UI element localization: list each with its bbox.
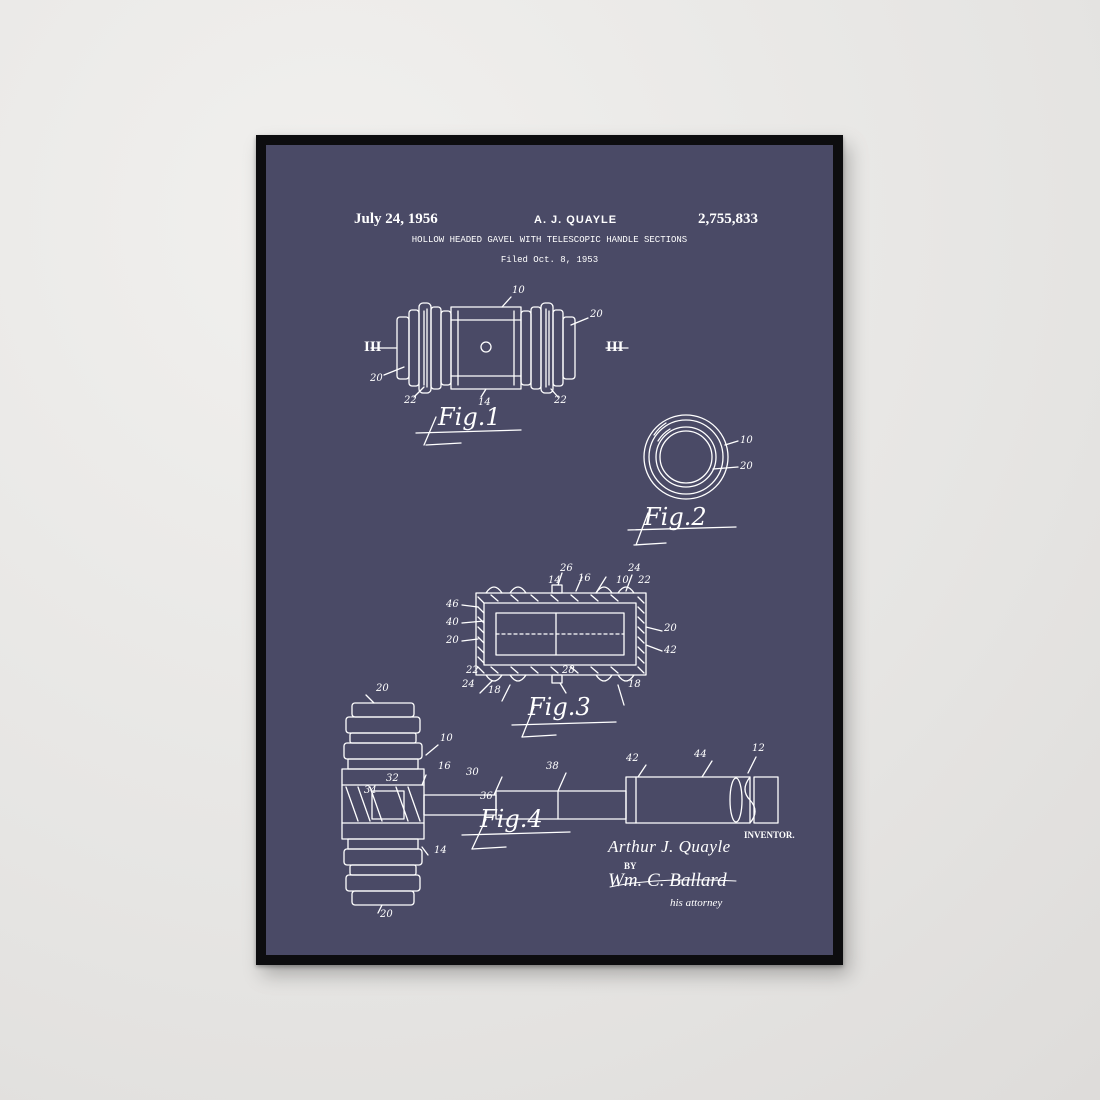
ref-number: 20 <box>370 373 383 384</box>
fig1-label: Fig.1 <box>438 403 501 431</box>
ref-number: 10 <box>440 733 453 744</box>
ref-number: 24 <box>462 679 475 690</box>
ref-number: 10 <box>512 285 525 296</box>
ref-number: 24 <box>628 563 641 574</box>
ref-number: 16 <box>578 573 591 584</box>
ref-number: 42 <box>664 645 677 656</box>
picture-frame: July 24, 1956 A. J. QUAYLE 2,755,833 HOL… <box>256 135 843 965</box>
ref-number: 22 <box>466 665 479 676</box>
ref-number-list: 10 20 22 14 22 20 10 20 14 26 16 24 10 2… <box>266 145 833 955</box>
ref-number: 10 <box>616 575 629 586</box>
ref-number: 20 <box>446 635 459 646</box>
ref-number: 22 <box>554 395 567 406</box>
ref-number: 20 <box>664 623 677 634</box>
ref-number: 16 <box>438 761 451 772</box>
patent-inventor: A. J. QUAYLE <box>534 214 618 226</box>
ref-number: 28 <box>562 665 575 676</box>
section-mark-right: III <box>606 339 624 355</box>
attorney-subtitle: his attorney <box>670 897 723 909</box>
section-mark-left: III <box>364 339 382 355</box>
fig3-label: Fig.3 <box>528 693 591 721</box>
ref-number: 46 <box>446 599 459 610</box>
patent-number: 2,755,833 <box>698 211 758 227</box>
ref-number: 40 <box>446 617 459 628</box>
inventor-signature: Arthur J. Quayle <box>608 837 731 856</box>
ref-number: 12 <box>752 743 765 754</box>
ref-number: 42 <box>626 753 639 764</box>
ref-number: 20 <box>590 309 603 320</box>
ref-number: 44 <box>694 749 707 760</box>
patent-date: July 24, 1956 <box>354 211 438 227</box>
ref-number: 18 <box>628 679 641 690</box>
ref-number: 10 <box>740 435 753 446</box>
ref-number: 26 <box>560 563 573 574</box>
ref-number: 22 <box>404 395 417 406</box>
patent-filed-date: Filed Oct. 8, 1953 <box>500 255 599 265</box>
ref-number: 32 <box>386 773 399 784</box>
fig4-drawing <box>341 694 779 914</box>
ref-number: 36 <box>480 791 493 802</box>
ref-number: 14 <box>478 397 491 408</box>
ref-number: 14 <box>548 575 561 586</box>
fig4-label: Fig.4 <box>480 805 543 833</box>
fig3-drawing <box>461 572 663 738</box>
patent-title: HOLLOW HEADED GAVEL WITH TELESCOPIC HAND… <box>411 235 688 245</box>
inventor-label: INVENTOR. <box>744 830 795 840</box>
fig2-label: Fig.2 <box>644 503 707 531</box>
ref-number: 20 <box>380 909 393 920</box>
fig1-drawing <box>370 296 629 446</box>
fig2-drawing <box>627 414 739 546</box>
ref-number: 34 <box>364 785 377 796</box>
ref-number: 22 <box>638 575 651 586</box>
ref-number: 20 <box>740 461 753 472</box>
attorney-signature: Wm. C. Ballard <box>608 870 727 891</box>
patent-drawing <box>341 296 779 914</box>
ref-number: 14 <box>434 845 447 856</box>
ref-number: 18 <box>488 685 501 696</box>
ref-number: 38 <box>546 761 559 772</box>
ref-number: 30 <box>466 767 479 778</box>
ref-number: 20 <box>376 683 389 694</box>
patent-poster: July 24, 1956 A. J. QUAYLE 2,755,833 HOL… <box>266 145 833 955</box>
by-label: BY <box>624 861 637 871</box>
